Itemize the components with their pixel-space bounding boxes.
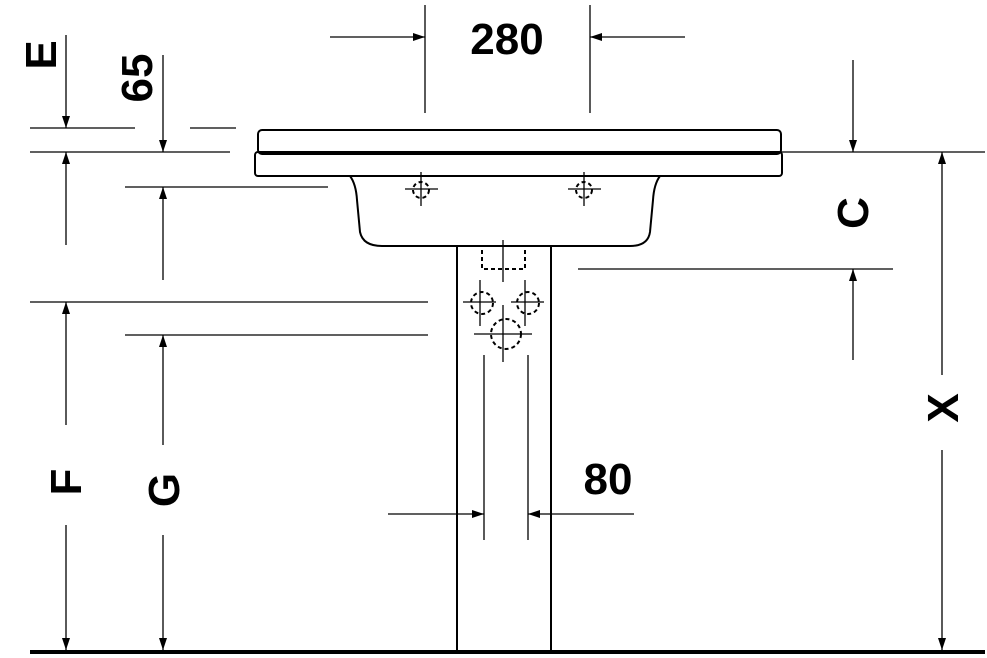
dimension-label-c: C xyxy=(829,197,878,229)
dimension-e: E xyxy=(17,35,70,245)
pedestal xyxy=(456,240,552,651)
dimension-g: G xyxy=(140,335,189,650)
dimension-label-g: G xyxy=(140,473,189,507)
dimension-label-e: E xyxy=(17,40,66,69)
tap-hole-left xyxy=(405,172,438,206)
dimension-280: 280 xyxy=(330,5,685,113)
dimension-label-280: 280 xyxy=(470,15,543,64)
dimension-label-65: 65 xyxy=(113,54,162,103)
tap-hole-right xyxy=(568,172,601,206)
dimension-c: C xyxy=(578,60,985,360)
dimension-label-80: 80 xyxy=(584,455,633,504)
dimension-80: 80 xyxy=(388,355,634,540)
dimension-label-x: X xyxy=(919,393,968,422)
dimension-f: F xyxy=(42,302,91,650)
basin xyxy=(254,129,783,247)
dimension-x: X xyxy=(919,152,968,650)
dimension-65: 65 xyxy=(113,54,167,280)
dimension-label-f: F xyxy=(42,469,91,496)
left-extension-lines xyxy=(30,127,428,336)
